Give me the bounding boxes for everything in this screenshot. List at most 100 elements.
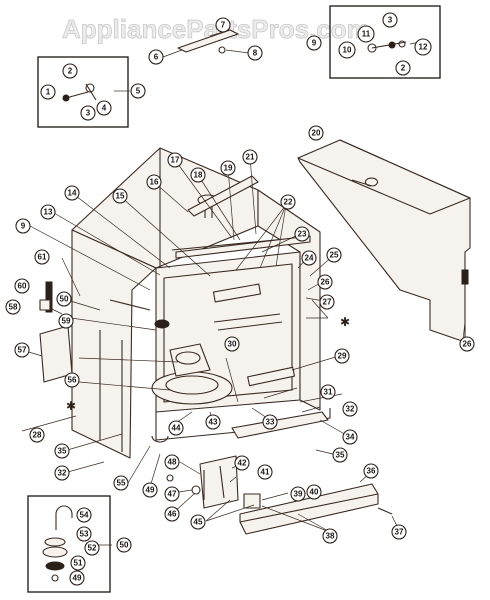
callout-38[interactable]: 38 [322, 528, 338, 544]
callout-40[interactable]: 40 [306, 484, 322, 500]
callout-57[interactable]: 57 [14, 342, 30, 358]
callout-2[interactable]: 2 [62, 63, 78, 79]
callout-60[interactable]: 60 [14, 278, 30, 294]
callout-19[interactable]: 19 [220, 160, 236, 176]
callout-16[interactable]: 16 [146, 174, 162, 190]
callout-3-inset[interactable]: 3 [382, 12, 398, 28]
top-rail-bar [175, 175, 311, 259]
callout-4[interactable]: 4 [96, 100, 112, 116]
leader-lines [21, 31, 466, 546]
callout-56[interactable]: 56 [64, 372, 80, 388]
callout-5[interactable]: 5 [130, 83, 146, 99]
callout-43[interactable]: 43 [205, 414, 221, 430]
svg-text:53: 53 [80, 530, 89, 539]
svg-text:15: 15 [116, 192, 125, 201]
svg-text:58: 58 [9, 303, 18, 312]
svg-text:57: 57 [18, 346, 27, 355]
callout-34[interactable]: 34 [342, 429, 358, 445]
svg-text:25: 25 [330, 251, 339, 260]
callout-7[interactable]: 7 [215, 17, 231, 33]
callout-59[interactable]: 59 [58, 313, 74, 329]
svg-text:32: 32 [346, 405, 355, 414]
svg-text:19: 19 [224, 164, 233, 173]
callout-45[interactable]: 45 [190, 514, 206, 530]
callout-50-inset[interactable]: 50 [116, 537, 132, 553]
svg-text:11: 11 [362, 30, 371, 39]
marker-asterisk-left: ✱ [66, 399, 76, 413]
callout-3[interactable]: 3 [80, 105, 96, 121]
svg-text:26: 26 [321, 278, 330, 287]
marker-asterisk-right: ✱ [340, 315, 350, 329]
callout-28[interactable]: 28 [29, 427, 45, 443]
callout-37[interactable]: 37 [391, 524, 407, 540]
svg-text:56: 56 [68, 376, 77, 385]
sump-assembly [151, 343, 233, 405]
callout-13[interactable]: 13 [40, 204, 56, 220]
callout-18[interactable]: 18 [190, 167, 206, 183]
callout-2-inset[interactable]: 2 [395, 60, 411, 76]
svg-text:50: 50 [60, 295, 69, 304]
callout-6[interactable]: 6 [148, 49, 164, 65]
callout-41[interactable]: 41 [257, 464, 273, 480]
callout-27[interactable]: 27 [319, 294, 335, 310]
callout-17[interactable]: 17 [167, 152, 183, 168]
callout-10[interactable]: 10 [338, 41, 356, 59]
callout-1[interactable]: 1 [40, 84, 56, 100]
callout-11[interactable]: 11 [357, 25, 375, 43]
upper-rack-track [177, 29, 239, 54]
callout-30[interactable]: 30 [224, 336, 240, 352]
callout-29[interactable]: 29 [334, 348, 350, 364]
svg-text:14: 14 [68, 189, 77, 198]
svg-text:3: 3 [86, 109, 91, 118]
callout-51[interactable]: 51 [70, 555, 86, 571]
callout-55[interactable]: 55 [113, 475, 129, 491]
callout-54[interactable]: 54 [76, 507, 92, 523]
callout-35-left[interactable]: 35 [54, 443, 70, 459]
callout-26[interactable]: 26 [317, 274, 333, 290]
callout-20[interactable]: 20 [308, 125, 324, 141]
svg-text:17: 17 [171, 156, 180, 165]
callout-44[interactable]: 44 [168, 420, 184, 436]
callout-8[interactable]: 8 [247, 45, 263, 61]
callout-9[interactable]: 9 [306, 35, 322, 51]
callout-48[interactable]: 48 [164, 454, 180, 470]
callout-14[interactable]: 14 [64, 185, 80, 201]
callout-24[interactable]: 24 [301, 250, 317, 266]
callout-36[interactable]: 36 [363, 463, 379, 479]
callout-47[interactable]: 47 [164, 486, 180, 502]
callout-32-right[interactable]: 32 [342, 401, 358, 417]
callout-21[interactable]: 21 [242, 149, 258, 165]
svg-text:24: 24 [305, 254, 314, 263]
callout-35-right[interactable]: 35 [332, 447, 348, 463]
callout-33[interactable]: 33 [262, 414, 278, 430]
callout-15[interactable]: 15 [112, 188, 128, 204]
svg-text:31: 31 [324, 388, 333, 397]
callout-23[interactable]: 23 [294, 226, 310, 242]
callout-12[interactable]: 12 [414, 38, 432, 56]
callout-31[interactable]: 31 [320, 384, 336, 400]
svg-text:2: 2 [68, 67, 73, 76]
callout-39[interactable]: 39 [290, 486, 306, 502]
callout-49-main[interactable]: 49 [142, 482, 158, 498]
callout-49-inset[interactable]: 49 [69, 570, 85, 586]
callout-9-main[interactable]: 9 [15, 218, 31, 234]
left-side-parts [39, 281, 170, 383]
callout-50-main[interactable]: 50 [56, 291, 72, 307]
svg-text:38: 38 [326, 532, 335, 541]
svg-text:16: 16 [150, 178, 159, 187]
svg-text:12: 12 [419, 43, 428, 52]
svg-text:8: 8 [253, 49, 258, 58]
callout-25[interactable]: 25 [326, 247, 342, 263]
callout-46[interactable]: 46 [164, 506, 180, 522]
callout-42[interactable]: 42 [234, 455, 250, 471]
callout-52[interactable]: 52 [84, 540, 100, 556]
callout-22[interactable]: 22 [280, 194, 296, 210]
callout-26-shield[interactable]: 26 [459, 336, 475, 352]
callout-53[interactable]: 53 [76, 526, 92, 542]
callout-32-left[interactable]: 32 [54, 465, 70, 481]
callout-61[interactable]: 61 [34, 249, 50, 265]
callout-58[interactable]: 58 [5, 299, 21, 315]
svg-text:60: 60 [18, 282, 27, 291]
watermark-text: AppliancePartsPros.com [62, 14, 370, 44]
svg-text:27: 27 [323, 298, 332, 307]
